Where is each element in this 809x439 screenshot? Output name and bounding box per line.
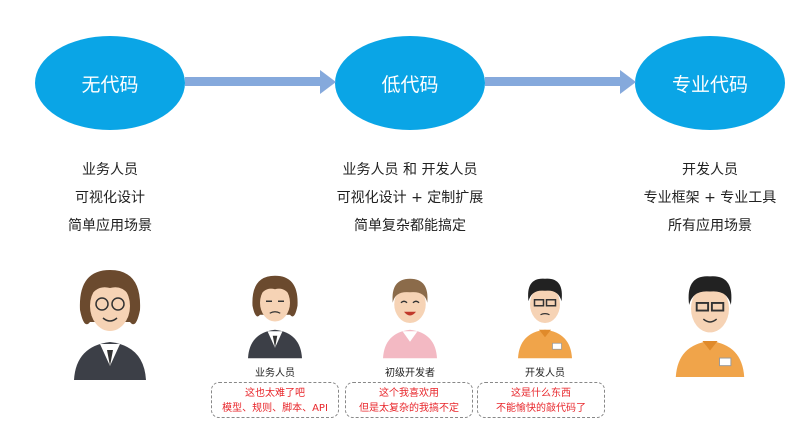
business-person-avatar	[248, 275, 302, 359]
developer-avatar	[518, 278, 572, 359]
persona-label: 开发人员	[525, 368, 565, 379]
stage-description: 业务人员 可视化设计 简单应用场景	[0, 156, 230, 240]
business-person-avatar	[74, 270, 146, 380]
arrow-head-icon	[320, 70, 336, 94]
desc-line: 可视化设计 + 定制扩展	[336, 190, 484, 206]
desc-line: 专业框架 + 专业工具	[643, 190, 777, 206]
stage-title: 低代码	[381, 73, 439, 96]
stage-pro-code: 专业代码	[635, 36, 785, 130]
comment-line: 不能愉快的敲代码了	[496, 403, 586, 414]
desc-line: 简单复杂都能搞定	[354, 218, 466, 234]
desc-line: 所有应用场景	[668, 218, 752, 234]
comment-bubble: 这个我喜欢用 但是太复杂的我搞不定	[345, 382, 473, 418]
desc-line: 业务人员	[82, 162, 138, 178]
stage-description: 业务人员 和 开发人员 可视化设计 + 定制扩展 简单复杂都能搞定	[290, 156, 530, 240]
stage-no-code: 无代码	[35, 36, 185, 130]
desc-line: 可视化设计	[75, 190, 145, 206]
stage-low-code: 低代码	[335, 36, 485, 130]
arrow-shaft	[185, 77, 321, 86]
desc-line: 简单应用场景	[68, 218, 152, 234]
persona-label: 业务人员	[255, 368, 295, 379]
arrow-shaft	[485, 77, 621, 86]
comment-line: 这也太难了吧	[245, 388, 305, 399]
comment-bubble: 这是什么东西 不能愉快的敲代码了	[477, 382, 605, 418]
comment-line: 这个我喜欢用	[379, 388, 439, 399]
stage-description: 开发人员 专业框架 + 专业工具 所有应用场景	[590, 156, 809, 240]
comment-bubble: 这也太难了吧 模型、规则、脚本、API	[211, 382, 339, 418]
comment-line: 但是太复杂的我搞不定	[359, 403, 459, 414]
developer-avatar	[675, 276, 745, 378]
persona-label: 初级开发者	[385, 368, 435, 379]
desc-line: 开发人员	[682, 162, 738, 178]
desc-line: 业务人员 和 开发人员	[342, 162, 478, 178]
stage-title: 专业代码	[671, 73, 748, 96]
arrow-head-icon	[620, 70, 636, 94]
comment-line: 这是什么东西	[511, 388, 571, 399]
stage-title: 无代码	[81, 73, 139, 96]
comment-line: 模型、规则、脚本、API	[222, 403, 328, 414]
junior-developer-avatar	[383, 278, 437, 359]
